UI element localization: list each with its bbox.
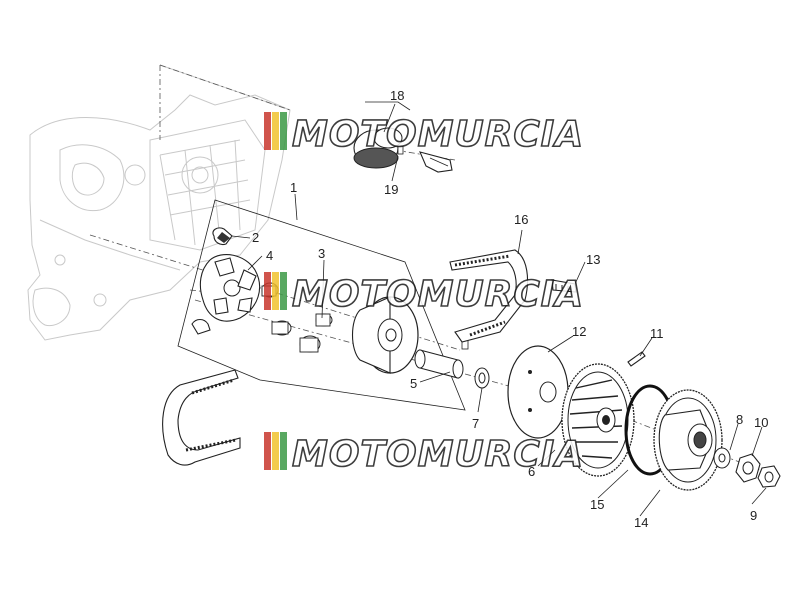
part-labels: 18 19 1 2 4 3 16 13 12 11 5 7 6 8 10 9 1… <box>252 88 768 530</box>
label-part-15: 15 <box>590 497 604 512</box>
washer-part-7 <box>474 367 490 389</box>
label-part-13: 13 <box>586 252 600 267</box>
watermark-middle: MOTOMURCIA <box>264 272 584 316</box>
label-part-14: 14 <box>634 515 648 530</box>
leader-lines <box>231 103 767 517</box>
nut-part-9 <box>757 465 781 488</box>
drive-belt-part-16-upper <box>449 249 529 343</box>
starter-gear-part-18 <box>353 101 411 169</box>
label-part-19: 19 <box>384 182 398 197</box>
watermark-text-middle: MOTOMURCIA <box>292 274 584 315</box>
slider-clip-part-2 <box>212 227 233 246</box>
label-part-4: 4 <box>266 248 273 263</box>
watermark-bottom: MOTOMURCIA <box>264 432 584 476</box>
clutch-bell-part-14 <box>653 389 723 491</box>
label-part-9: 9 <box>750 508 757 523</box>
label-part-18: 18 <box>390 88 404 103</box>
label-part-11: 11 <box>650 326 664 341</box>
screw-part-13 <box>551 279 577 293</box>
driven-plate-part-12 <box>507 345 569 439</box>
crankcase-outline <box>27 64 291 341</box>
driving-half-pulley <box>351 296 419 374</box>
bushing-part-5 <box>414 338 469 379</box>
washer-part-8 <box>713 447 731 469</box>
label-part-1: 1 <box>290 180 297 195</box>
fan-wheel-part-6 <box>561 363 635 477</box>
watermark-text-bottom: MOTOMURCIA <box>292 434 584 475</box>
label-part-10: 10 <box>754 415 768 430</box>
starter-pin-part-19 <box>397 145 453 173</box>
nut-part-10 <box>735 453 761 483</box>
label-part-5: 5 <box>410 376 417 391</box>
label-part-16: 16 <box>514 212 528 227</box>
pin-part-11 <box>627 351 646 367</box>
part-1-group-box <box>177 199 466 411</box>
watermark-top: MOTOMURCIA <box>264 112 584 156</box>
label-part-6: 6 <box>528 464 535 479</box>
drive-belt-lower <box>162 369 241 466</box>
label-part-3: 3 <box>318 246 325 261</box>
label-part-8: 8 <box>736 412 743 427</box>
label-part-7: 7 <box>472 416 479 431</box>
label-part-12: 12 <box>572 324 586 339</box>
ramp-plate-part-4 <box>199 254 260 322</box>
watermark-text-top: MOTOMURCIA <box>292 114 584 155</box>
label-part-2: 2 <box>252 230 259 245</box>
